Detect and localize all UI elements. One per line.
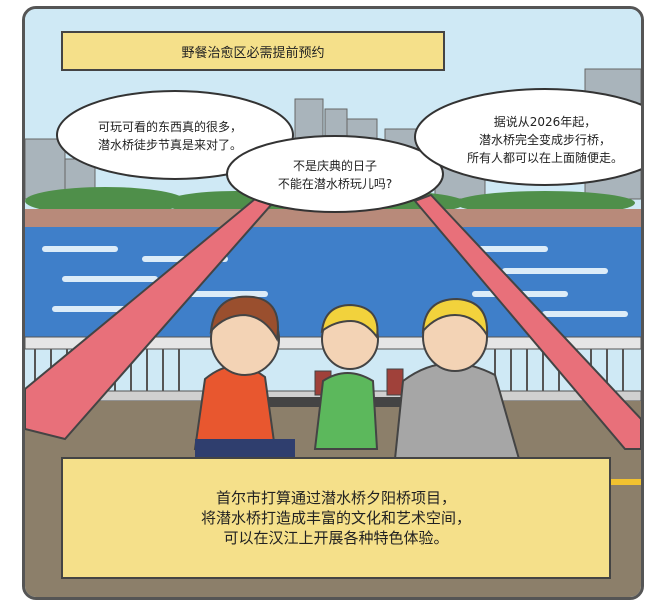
right-curtain xyxy=(413,193,641,450)
drink-cup xyxy=(386,368,404,396)
caption-bottom-line: 首尔市打算通过潜水桥夕阳桥项目， xyxy=(215,489,456,507)
speech-bubble-right: 据说从2026年起， 潜水桥完全变成步行桥， 所有人都可以在上面随便走。 xyxy=(425,103,641,177)
person-right xyxy=(393,297,521,460)
caption-top-text: 野餐治愈区必需提前预约 xyxy=(181,45,325,61)
bubble-middle-shape xyxy=(226,135,444,213)
caption-top: 野餐治愈区必需提前预约 xyxy=(61,31,445,71)
riverbank xyxy=(25,209,641,227)
bubble-left-line: 可玩可看的东西真的很多， xyxy=(97,120,242,134)
bubble-right-line: 潜水桥完全变成步行桥， xyxy=(478,133,611,147)
comic-panel: 野餐治愈区必需提前预约 可玩可看的东西真的很多， 潜水桥徒步节真是来对了。 不是… xyxy=(22,6,644,600)
bubble-right-line: 所有人都可以在上面随便走。 xyxy=(466,151,623,165)
person-middle xyxy=(313,303,379,450)
bubble-left-line: 潜水桥徒步节真是来对了。 xyxy=(97,138,242,152)
bubble-middle-line: 不能在潜水桥玩儿吗? xyxy=(277,177,393,191)
speech-bubble-middle: 不是庆典的日子 不能在潜水桥玩儿吗? xyxy=(235,144,435,206)
caption-bottom: 首尔市打算通过潜水桥夕阳桥项目， 将潜水桥打造成丰富的文化和艺术空间， 可以在汉… xyxy=(61,457,611,579)
caption-bottom-line: 可以在汉江上开展各种特色体验。 xyxy=(223,529,449,547)
bubble-left-shape xyxy=(56,90,294,180)
bubble-right-line: 据说从2026年起， xyxy=(493,115,597,129)
bubble-right-shape xyxy=(414,88,641,186)
bubble-middle-line: 不是庆典的日子 xyxy=(292,159,377,173)
caption-bottom-line: 将潜水桥打造成丰富的文化和艺术空间， xyxy=(200,509,471,527)
speech-bubbles xyxy=(56,88,641,213)
speech-bubble-left: 可玩可看的东西真的很多， 潜水桥徒步节真是来对了。 xyxy=(55,101,285,171)
